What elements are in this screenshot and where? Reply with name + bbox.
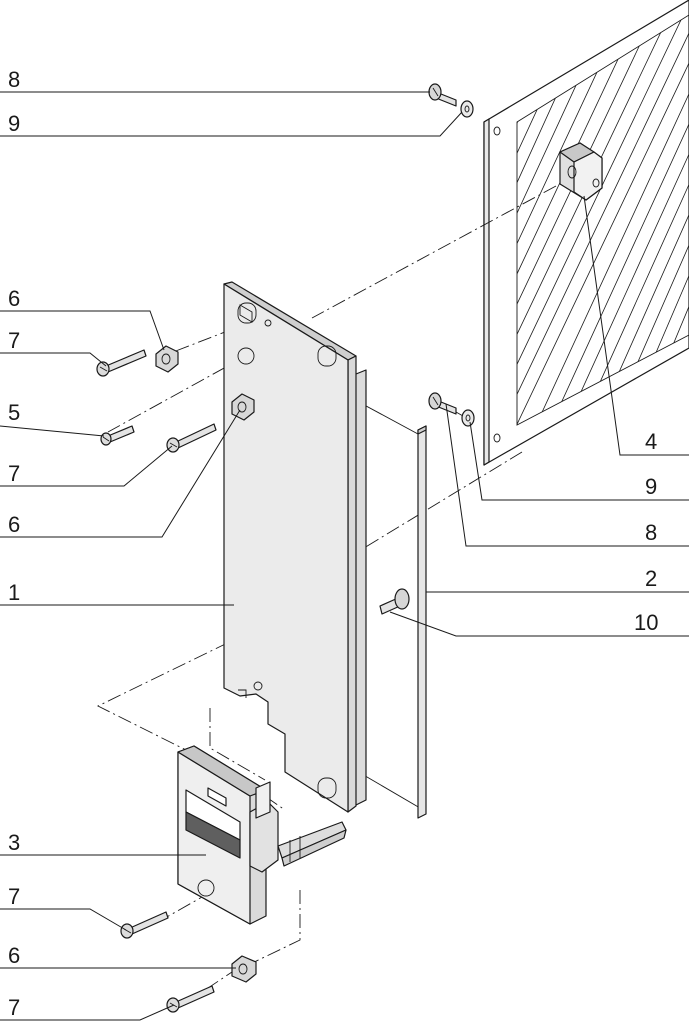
screw-part-8-lower <box>428 392 457 415</box>
front-panel-part-1 <box>223 281 357 813</box>
screw-part-10 <box>379 588 410 615</box>
callout-1: 1 <box>8 580 20 605</box>
screw-part-7-b <box>166 423 217 453</box>
screw-part-8-top <box>428 83 457 107</box>
gasket-strip-part-2 <box>417 425 427 819</box>
nut-part-6-bottom <box>231 955 257 983</box>
screw-part-5 <box>100 425 135 446</box>
bracket-part-4 <box>559 142 603 201</box>
washer-part-9-top <box>460 100 474 118</box>
mesh-front-panel <box>483 0 689 466</box>
handle-part-3 <box>177 745 347 925</box>
callout-9-right: 9 <box>645 474 657 499</box>
callout-7-middle: 7 <box>8 461 20 486</box>
callout-6-middle: 6 <box>8 512 20 537</box>
callout-7-upper: 7 <box>8 328 20 353</box>
callout-3: 3 <box>8 830 20 855</box>
callout-7-bottom: 7 <box>8 995 20 1020</box>
washer-part-9-lower <box>461 409 475 427</box>
callout-2: 2 <box>645 566 657 591</box>
callout-6-upper: 6 <box>8 286 20 311</box>
callout-8-right: 8 <box>645 520 657 545</box>
callout-7-lower: 7 <box>8 884 20 909</box>
nut-part-6-top <box>155 345 179 373</box>
callout-labels: 8 9 6 7 5 7 6 1 3 7 6 7 4 9 8 2 10 <box>8 67 658 1020</box>
screw-part-7-d <box>166 985 215 1013</box>
callout-5: 5 <box>8 400 20 425</box>
leader-lines <box>0 91 689 1021</box>
callout-4: 4 <box>645 429 657 454</box>
callout-10: 10 <box>634 610 658 635</box>
callout-9-top: 9 <box>8 111 20 136</box>
callout-8-top: 8 <box>8 67 20 92</box>
screw-part-7-c <box>120 911 169 939</box>
callout-6-bottom: 6 <box>8 943 20 968</box>
screw-part-7-a <box>96 349 147 377</box>
